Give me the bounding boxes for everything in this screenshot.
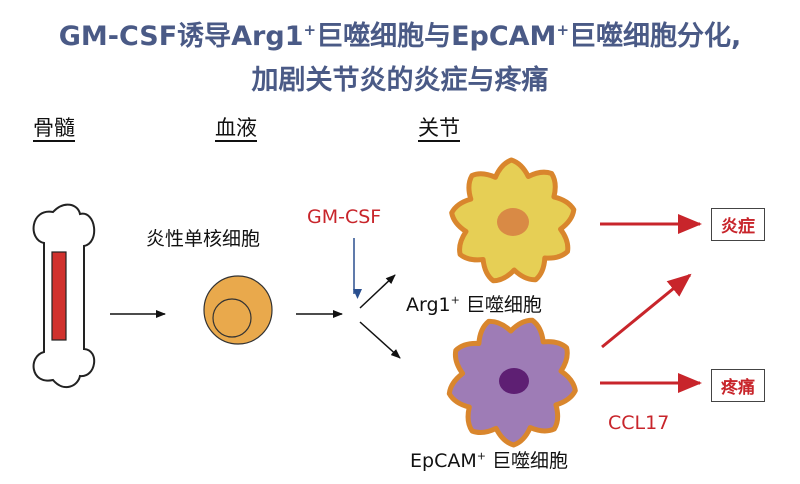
arg1-macrophage-label: Arg1+ 巨噬细胞 xyxy=(406,293,542,316)
arg1-macrophage-cell xyxy=(449,157,577,284)
ccl17-label: CCL17 xyxy=(608,412,670,434)
pain-box: 疼痛 xyxy=(711,369,765,402)
arg1-nucleus xyxy=(497,208,529,236)
epcam-nucleus xyxy=(499,368,529,394)
monocyte-cell xyxy=(203,275,273,345)
gmcsf-label: GM-CSF xyxy=(307,206,382,228)
arrow-epcam-to-inflammation xyxy=(601,273,692,349)
bone-icon xyxy=(32,203,96,389)
page-title-line-2: 加剧关节炎的炎症与疼痛 xyxy=(251,65,549,96)
epcam-macrophage-label: EpCAM+ 巨噬细胞 xyxy=(410,449,568,472)
arrow-branch-to-arg1 xyxy=(359,274,396,309)
epcam-macrophage-cell xyxy=(446,317,578,448)
column-bone-marrow: 骨髓 xyxy=(33,116,75,140)
page-title-line-1: GM-CSF诱导Arg1+巨噬细胞与EpCAM+巨噬细胞分化, xyxy=(58,21,742,52)
column-joint: 关节 xyxy=(418,116,460,140)
inflammation-box: 炎症 xyxy=(711,208,765,241)
column-blood: 血液 xyxy=(215,116,257,140)
monocyte-label: 炎性单核细胞 xyxy=(146,228,261,250)
bone-marrow-rect xyxy=(51,251,67,341)
arrow-branch-to-epcam xyxy=(359,321,401,359)
